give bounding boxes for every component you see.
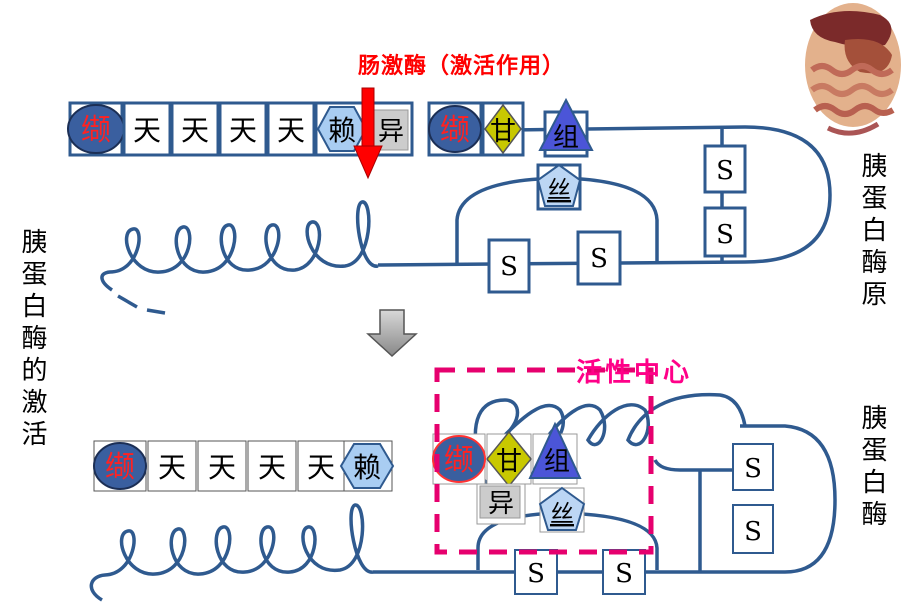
svg-text:缬: 缬 (81, 113, 111, 148)
backbone-top (377, 125, 832, 267)
svg-text:天: 天 (307, 451, 335, 484)
cleavage-arrow-icon (353, 87, 383, 180)
released-asp-4: 天 (297, 440, 345, 492)
disulfide-s-7: S (514, 549, 558, 595)
active-val: 缬 (432, 433, 486, 485)
left-caption: 胰蛋白酶的激活 (17, 228, 47, 452)
svg-text:S: S (744, 454, 762, 484)
svg-text:天: 天 (181, 114, 209, 147)
helix-top (100, 200, 379, 292)
svg-text:S: S (500, 252, 518, 282)
released-asp-2: 天 (197, 440, 247, 492)
released-val: 缬 (93, 440, 147, 492)
active-ser: 丝 (538, 486, 586, 533)
svg-text:天: 天 (208, 451, 236, 484)
residue-his: 组 (538, 97, 594, 158)
trypsin-caption: 胰蛋白酶 (857, 404, 887, 532)
svg-text:天: 天 (229, 114, 257, 147)
residue-asp-3: 天 (218, 101, 268, 157)
backbone-top-loops (473, 392, 747, 461)
residue-asp-1: 天 (122, 101, 172, 157)
svg-text:S: S (527, 559, 545, 589)
svg-text:丝: 丝 (550, 500, 574, 528)
released-lys: 赖 (339, 440, 395, 492)
disulfide-s-8: S (602, 549, 646, 595)
svg-text:S: S (716, 156, 734, 186)
disulfide-s-3: S (487, 238, 531, 294)
svg-text:甘: 甘 (490, 117, 516, 147)
trypsinogen-diagram: S S S S 缬 天 天 天 (67, 87, 832, 315)
active-ile: 异 (476, 483, 526, 525)
svg-text:异: 异 (378, 117, 404, 147)
residue-ser: 丝 (536, 163, 582, 211)
disulfide-s-5: S (732, 443, 774, 491)
disulfide-s-6: S (732, 504, 774, 554)
svg-text:组: 组 (553, 123, 579, 153)
svg-text:天: 天 (277, 114, 305, 147)
svg-text:S: S (716, 220, 734, 250)
trypsinogen-caption: 胰蛋白酶原 (857, 152, 887, 312)
helix-bottom (89, 503, 374, 602)
svg-text:甘: 甘 (496, 447, 522, 477)
active-center-label: 活性中心 (576, 358, 693, 388)
released-asp-1: 天 (147, 440, 197, 492)
digestive-organs-icon (805, 3, 901, 136)
svg-text:S: S (744, 517, 762, 547)
svg-text:缬: 缬 (444, 443, 474, 478)
svg-text:天: 天 (158, 451, 186, 484)
svg-text:赖: 赖 (328, 114, 356, 147)
enzyme-label: 肠激酶（激活作用） (358, 54, 566, 79)
svg-text:组: 组 (544, 447, 570, 477)
svg-text:缬: 缬 (440, 113, 470, 148)
svg-text:天: 天 (133, 114, 161, 147)
residue-gly: 甘 (481, 101, 525, 157)
active-center-box (434, 367, 654, 555)
svg-text:S: S (615, 559, 633, 589)
residue-val-2: 缬 (427, 101, 483, 157)
active-gly: 甘 (486, 430, 532, 488)
svg-text:S: S (590, 244, 608, 274)
released-asp-3: 天 (247, 440, 297, 492)
backbone-bottom (373, 424, 837, 574)
residue-asp-2: 天 (170, 101, 220, 157)
residue-asp-4: 天 (266, 101, 316, 157)
svg-text:赖: 赖 (353, 451, 381, 484)
svg-text:天: 天 (258, 451, 286, 484)
svg-text:丝: 丝 (547, 176, 571, 204)
disulfide-s-2: S (703, 206, 747, 258)
svg-text:异: 异 (488, 489, 514, 519)
residue-val-1: 缬 (67, 101, 125, 157)
disulfide-s-4: S (576, 230, 622, 286)
disulfide-s-1: S (703, 144, 747, 194)
svg-text:缬: 缬 (105, 450, 135, 485)
trypsin-diagram: S S S S 缬 天 天 天 (89, 367, 837, 602)
active-his: 组 (528, 421, 582, 485)
transition-arrow-icon (366, 309, 418, 358)
